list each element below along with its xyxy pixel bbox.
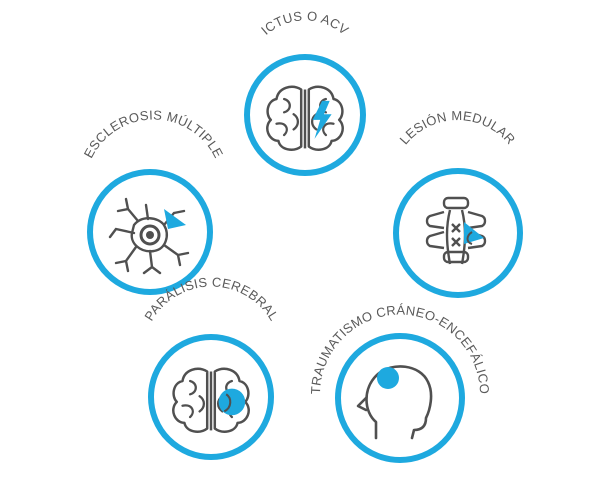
spine-icon [425,196,487,265]
condition-label: ICTUS O ACV [258,8,352,38]
brain-lightning-icon [266,85,344,151]
condition-ictus: ICTUS O ACV [244,8,366,176]
condition-esclerosis: ESCLEROSIS MÚLTIPLE [81,107,227,295]
condition-traumatismo: TRAUMATISMO CRÁNEO-ENCEFÁLICO [308,303,492,463]
head-profile-icon [356,365,433,440]
brain-spot-icon [172,367,250,433]
condition-label: ESCLEROSIS MÚLTIPLE [81,107,227,160]
condition-label: LESIÓN MEDULAR [397,108,519,147]
condition-ring [335,333,465,463]
condition-ring [393,168,523,298]
condition-lesion: LESIÓN MEDULAR [393,108,523,298]
neuron-icon [108,197,190,275]
condition-paralisis: PARÁLISIS CEREBRAL [141,274,281,460]
